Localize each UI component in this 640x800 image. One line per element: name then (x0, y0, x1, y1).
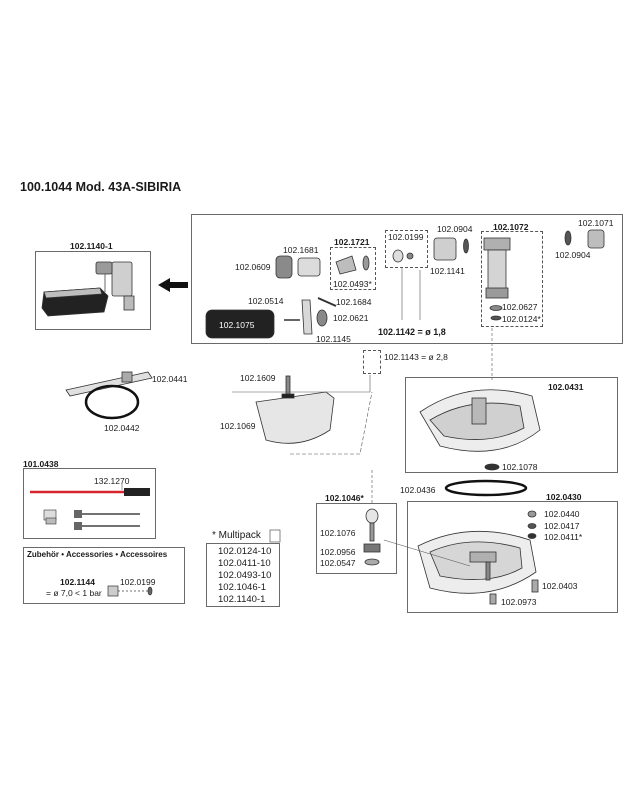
label-102-1140-1: 102.1140-1 (70, 241, 113, 251)
valve-stem-parts-icon (363, 508, 381, 566)
label-102-0199: 102.0199 (388, 232, 424, 242)
label-102-0431: 102.0431 (548, 382, 584, 392)
label-102-0956: 102.0956 (320, 547, 356, 557)
label-102-1069: 102.1069 (220, 421, 256, 431)
label-102-0441: 102.0441 (152, 374, 188, 384)
label-102-1609: 102.1609 (240, 373, 276, 383)
group-box-102-1140-1 (35, 251, 151, 330)
label-102-0199-accessory: 102.0199 (120, 577, 156, 587)
label-102-0436: 102.0436 (400, 485, 436, 495)
water-bowl-icon (255, 375, 335, 444)
multipack-item: 102.0124-10 (218, 546, 272, 557)
label-102-0440: 102.0440 (544, 509, 580, 519)
clip-and-ring-icon (65, 371, 153, 420)
heating-cable-icon (30, 488, 150, 530)
label-102-0904-a: 102.0904 (437, 224, 473, 234)
label-102-1141: 102.1141 (430, 266, 465, 276)
label-102-0514: 102.0514 (248, 296, 284, 306)
group-box-102-0199 (385, 230, 428, 268)
label-102-1046: 102.1046* (325, 493, 364, 503)
label-102-1145: 102.1145 (316, 334, 351, 344)
bowl-housing-icon (419, 389, 541, 471)
label-102-1071: 102.1071 (578, 218, 614, 228)
label-132-1270: 132.1270 (94, 476, 130, 486)
top-row-valve-parts-icon (205, 229, 605, 339)
label-102-0627: 102.0627 (502, 302, 538, 312)
group-box-102-0431 (405, 377, 618, 473)
label-102-1143: 102.1143 = ø 2,8 (384, 352, 448, 362)
multipack-box (206, 543, 280, 607)
group-box-102-0430 (407, 501, 618, 613)
label-102-0904-b: 102.0904 (555, 250, 591, 260)
assembly-arrow-icon (158, 278, 188, 292)
label-102-1684: 102.1684 (336, 297, 372, 307)
accessories-note: = ø 7,0 < 1 bar (46, 588, 102, 598)
multipack-item: 102.0493-10 (218, 570, 272, 581)
page-title: 100.1044 Mod. 43A-SIBIRIA (20, 180, 182, 194)
label-102-1075: 102.1075 (219, 320, 255, 330)
label-102-0403: 102.0403 (542, 581, 578, 591)
label-102-1144: 102.1144 (60, 577, 95, 587)
label-102-1076: 102.1076 (320, 528, 356, 538)
label-102-0621: 102.0621 (333, 313, 369, 323)
multipack-item: 102.1046-1 (218, 582, 267, 593)
label-102-0973: 102.0973 (501, 597, 537, 607)
label-102-0609: 102.0609 (235, 262, 271, 272)
filter-accessory-icon (107, 585, 153, 597)
multipack-item: 102.0411-10 (218, 558, 271, 569)
label-102-0430: 102.0430 (546, 492, 582, 502)
label-102-0493: 102.0493* (333, 279, 372, 289)
main-valve-assembly-box (191, 214, 623, 344)
label-102-0411: 102.0411* (544, 532, 583, 542)
o-ring-icon (444, 479, 528, 497)
label-101-0438: 101.0438 (23, 459, 59, 469)
accessories-heading: Zubehör • Accessories • Accessoires (27, 550, 168, 559)
lower-housing-icon (417, 510, 539, 605)
float-valve-assembly-icon (41, 261, 135, 317)
label-102-1078: 102.1078 (502, 462, 538, 472)
label-102-1072: 102.1072 (493, 222, 529, 232)
multipack-box-icon (269, 529, 281, 543)
leader-lines (121, 268, 493, 567)
label-102-0547: 102.0547 (320, 558, 356, 568)
multipack-title: * Multipack (212, 530, 261, 541)
label-102-0124: 102.0124* (502, 314, 541, 324)
group-box-102-1072 (481, 231, 543, 327)
group-box-101-0438 (23, 468, 156, 539)
nozzle-102-1143-box (363, 350, 381, 374)
label-102-0442: 102.0442 (104, 423, 140, 433)
label-102-0417: 102.0417 (544, 521, 580, 531)
multipack-item: 102.1140-1 (218, 594, 266, 605)
group-box-102-1046 (316, 503, 397, 574)
label-102-1142: 102.1142 = ø 1,8 (378, 327, 446, 337)
accessories-box (23, 547, 185, 604)
label-102-1681: 102.1681 (283, 245, 319, 255)
group-box-102-1721 (330, 247, 376, 290)
label-102-1721: 102.1721 (334, 237, 370, 247)
